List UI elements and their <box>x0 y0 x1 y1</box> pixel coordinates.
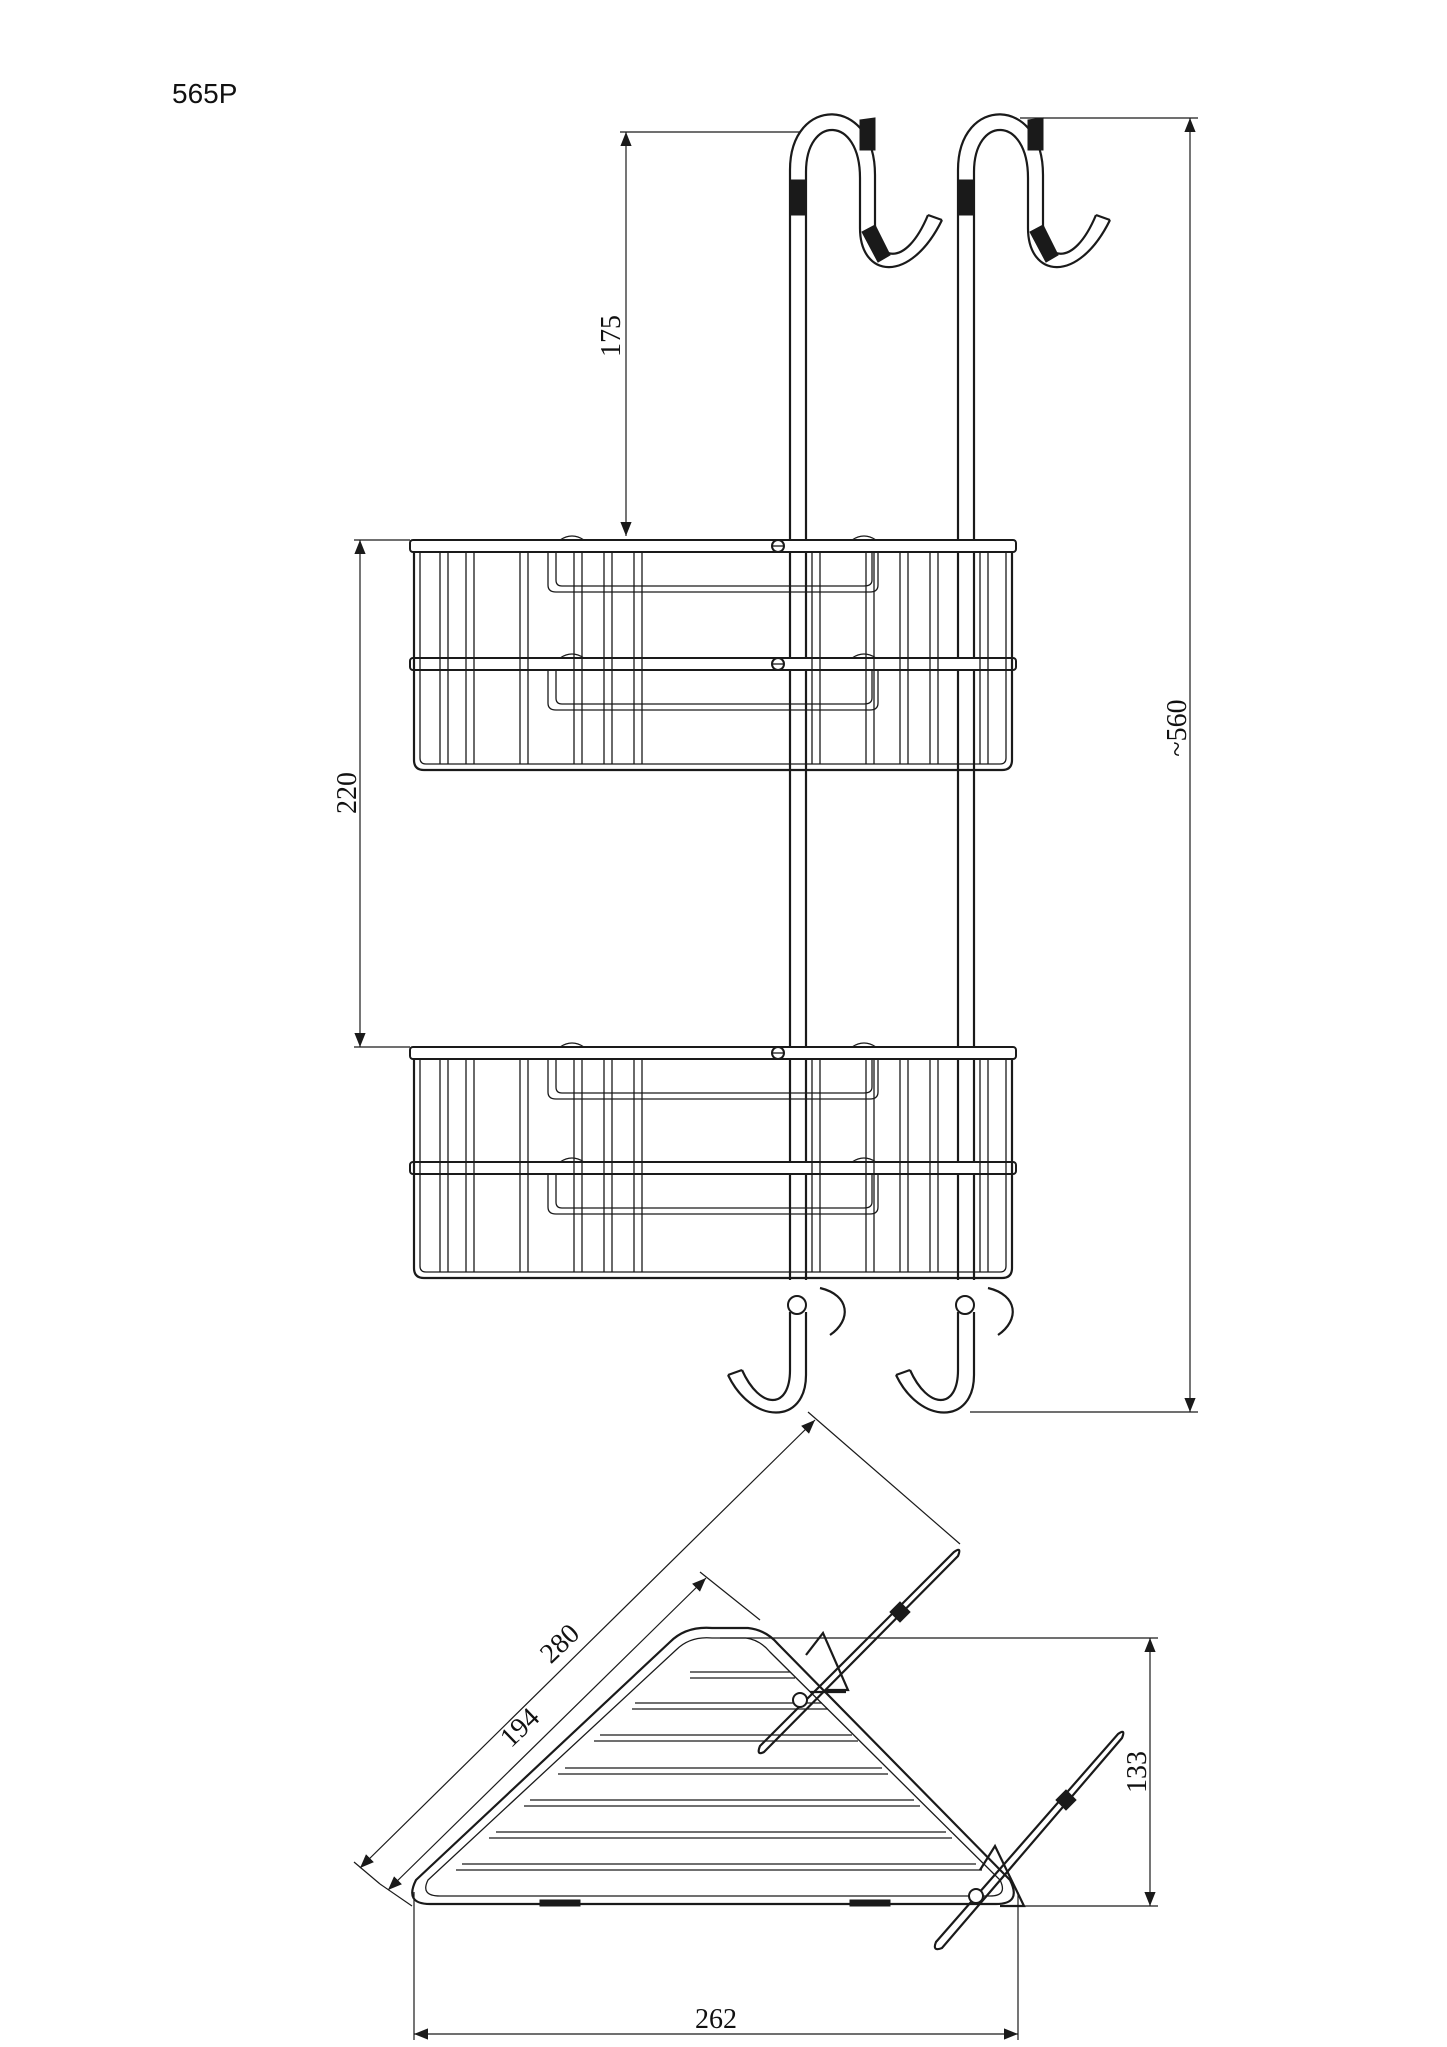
dimension-560: ~560 <box>970 117 1198 1413</box>
plan-rods <box>757 1548 1125 1951</box>
dimension-280: 280 <box>353 1411 961 1885</box>
front-view: 175 220 ~560 <box>332 113 1198 1414</box>
dimension-label-280: 280 <box>534 1618 586 1669</box>
dimension-220: 220 <box>332 539 410 1048</box>
dimension-label-175: 175 <box>596 315 627 357</box>
dimension-label-133: 133 <box>1122 1751 1153 1793</box>
left-rod <box>788 113 943 1280</box>
bottom-basket <box>409 1042 1017 1280</box>
dimension-175: 175 <box>596 131 800 536</box>
model-code: 565P <box>172 78 238 109</box>
dimension-label-220: 220 <box>332 772 363 814</box>
dimension-133: 133 <box>720 1637 1158 1907</box>
corner-basket-plan <box>411 1626 1015 1907</box>
dimension-label-262: 262 <box>695 2004 737 2035</box>
top-view: 280 194 133 262 <box>353 1411 1158 2040</box>
bottom-hooks <box>727 1286 1014 1414</box>
top-basket <box>409 535 1017 772</box>
dimension-label-194: 194 <box>494 1702 546 1753</box>
dimension-label-560: ~560 <box>1162 699 1193 756</box>
dimension-194: 194 <box>379 1571 761 1907</box>
right-rod <box>956 113 1111 1280</box>
dimension-262: 262 <box>413 1892 1019 2040</box>
